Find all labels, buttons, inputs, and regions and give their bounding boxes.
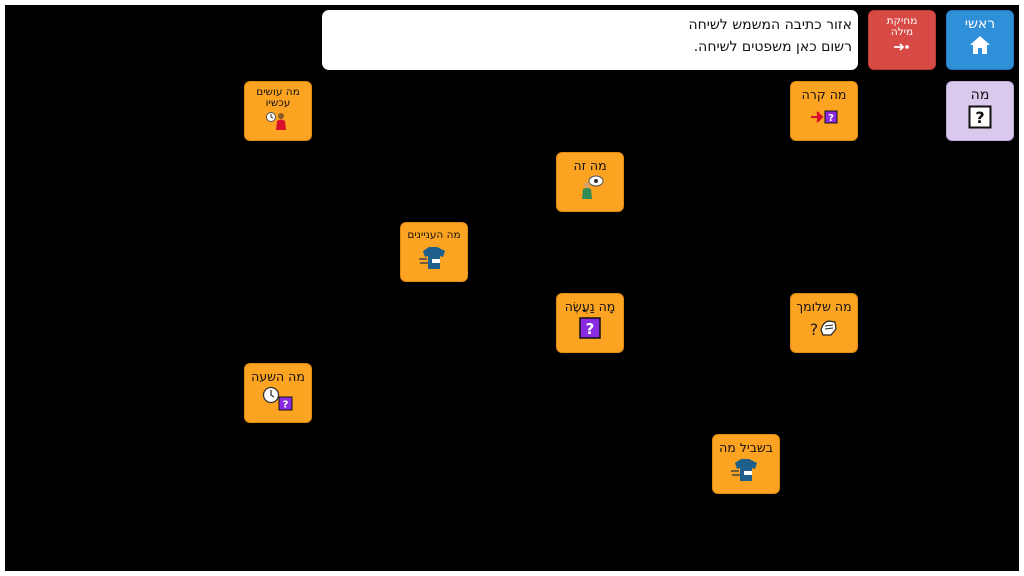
home-icon — [970, 36, 990, 54]
tile-label: מה זה — [573, 158, 607, 173]
clock-question-icon: ? — [262, 386, 293, 411]
tile-label: מה עושים עכשיו — [256, 86, 300, 109]
communication-board: ראשי מחיקת מילה אזור כתיבה המשמש לשיחה ר… — [5, 5, 1019, 571]
tile-what-time[interactable]: מה השעה ? — [244, 363, 312, 423]
tile-whats-up[interactable]: מה העניינים — [400, 222, 468, 282]
shirt-items-icon — [419, 247, 445, 269]
delete-word-button[interactable]: מחיקת מילה — [868, 10, 936, 70]
svg-text:?: ? — [586, 320, 595, 338]
hand-question-icon: ? — [810, 320, 837, 339]
tile-label: מה העניינים — [407, 229, 461, 241]
tile-label: מה שלומך — [796, 299, 852, 314]
tile-what-to-do[interactable]: מָה נַעֲשֶׂה ? — [556, 293, 624, 353]
tile-what-doing-now[interactable]: מה עושים עכשיו — [244, 81, 312, 141]
tile-label: בשביל מה — [719, 440, 773, 455]
svg-text:?: ? — [975, 108, 984, 127]
svg-text:?: ? — [810, 320, 819, 339]
tile-what-happened[interactable]: מה קרה ? — [790, 81, 858, 141]
home-label: ראשי — [964, 16, 996, 32]
tile-how-are-you[interactable]: מה שלומך ? — [790, 293, 858, 353]
category-what-tile[interactable]: מה ? — [946, 81, 1014, 141]
message-text: אזור כתיבה המשמש לשיחה רשום כאן משפטים ל… — [688, 17, 852, 55]
home-button[interactable]: ראשי — [946, 10, 1014, 70]
question-box-icon: ? — [968, 105, 992, 129]
tile-what-is-this[interactable]: מה זה — [556, 152, 624, 212]
person-looking-icon — [582, 175, 604, 199]
person-clock-icon — [266, 112, 286, 130]
svg-text:?: ? — [283, 400, 289, 411]
tile-label: מה קרה — [801, 87, 847, 102]
message-text-area[interactable]: אזור כתיבה המשמש לשיחה רשום כאן משפטים ל… — [322, 10, 858, 70]
question-box-icon: ? — [579, 317, 601, 339]
category-label: מה — [970, 87, 990, 103]
delete-word-label: מחיקת מילה — [886, 15, 918, 38]
svg-text:?: ? — [828, 113, 834, 124]
tile-label: מָה נַעֲשֶׂה — [564, 299, 616, 314]
backspace-arrow-icon — [894, 43, 909, 51]
shirt-items-icon — [731, 459, 757, 481]
arrow-question-icon: ? — [811, 110, 838, 124]
tile-label: מה השעה — [251, 369, 305, 384]
tile-for-what[interactable]: בשביל מה — [712, 434, 780, 494]
